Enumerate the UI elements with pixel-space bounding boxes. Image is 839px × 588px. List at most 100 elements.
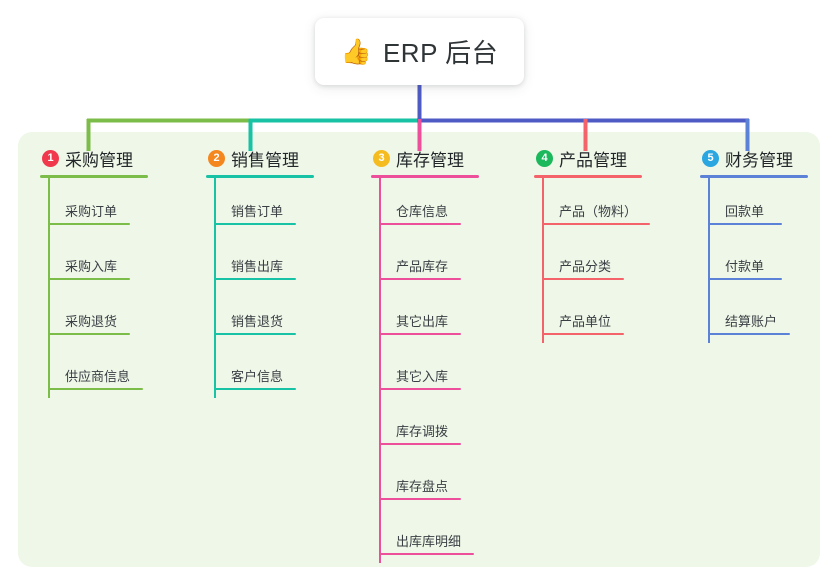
branch-item-label: 其它出库	[396, 314, 449, 329]
branch-title: 销售管理	[231, 150, 299, 170]
root-node[interactable]: 👍 ERP 后台	[315, 18, 524, 85]
diagram-canvas	[18, 132, 820, 567]
branch-item-label: 库存盘点	[396, 479, 449, 494]
branch-item-label: 产品库存	[396, 259, 449, 274]
branch-spine	[48, 178, 50, 398]
branch-item[interactable]: 采购订单	[40, 178, 185, 233]
branch-item-label: 付款单	[725, 259, 765, 274]
branch-header-rule	[206, 175, 314, 178]
branch-item-label: 供应商信息	[65, 369, 131, 384]
branch-number-badge: 5	[702, 149, 719, 167]
branch-number-badge: 4	[536, 149, 553, 167]
thumbs-up-icon: 👍	[340, 37, 372, 66]
branch-item-rule	[214, 278, 296, 280]
branch-item[interactable]: 销售出库	[206, 233, 316, 288]
branch-item[interactable]: 付款单	[700, 233, 810, 288]
branch-column-5: 5 财务管理回款单付款单结算账户	[700, 146, 810, 343]
branch-items: 回款单付款单结算账户	[700, 178, 810, 343]
branch-header-rule	[371, 175, 479, 178]
branch-spine	[708, 178, 710, 343]
root-node-content: 👍 ERP 后台	[341, 33, 498, 70]
branch-items: 采购订单采购入库采购退货供应商信息	[40, 178, 185, 398]
branch-item-rule	[708, 223, 782, 225]
branch-item-label: 回款单	[725, 204, 765, 219]
branch-item-label: 产品单位	[559, 314, 612, 329]
branch-item-label: 销售退货	[231, 314, 284, 329]
branch-item-label: 出库库明细	[396, 534, 462, 549]
branch-header-1[interactable]: 1 采购管理	[40, 146, 185, 170]
branch-item-rule	[708, 278, 782, 280]
branch-item-label: 采购订单	[65, 204, 118, 219]
branch-item[interactable]: 仓库信息	[371, 178, 481, 233]
branch-item-label: 采购入库	[65, 259, 118, 274]
branch-item-rule	[542, 278, 624, 280]
branch-header-5[interactable]: 5 财务管理	[700, 146, 810, 170]
branch-item[interactable]: 产品库存	[371, 233, 481, 288]
branch-item[interactable]: 产品分类	[534, 233, 644, 288]
branch-item[interactable]: 回款单	[700, 178, 810, 233]
branch-item[interactable]: 结算账户	[700, 288, 810, 343]
branch-item-rule	[379, 498, 461, 500]
branch-item-label: 采购退货	[65, 314, 118, 329]
branch-item-rule	[214, 333, 296, 335]
branch-item-rule	[379, 223, 461, 225]
branch-item[interactable]: 库存调拨	[371, 398, 481, 453]
root-title: ERP 后台	[382, 38, 499, 68]
branch-item[interactable]: 客户信息	[206, 343, 316, 398]
branch-item-rule	[214, 223, 296, 225]
branch-title: 财务管理	[725, 150, 793, 170]
branch-item[interactable]: 其它入库	[371, 343, 481, 398]
branch-item[interactable]: 产品（物料）	[534, 178, 650, 233]
branch-header-2[interactable]: 2 销售管理	[206, 146, 316, 170]
branch-item-rule	[48, 223, 130, 225]
branch-item[interactable]: 采购退货	[40, 288, 185, 343]
branch-spine	[542, 178, 544, 343]
branch-header-rule	[700, 175, 808, 178]
branch-header-rule	[534, 175, 642, 178]
branch-items: 仓库信息产品库存其它出库其它入库库存调拨库存盘点出库库明细	[371, 178, 481, 563]
branch-spine	[379, 178, 381, 563]
branch-title: 库存管理	[396, 150, 464, 170]
branch-item[interactable]: 供应商信息	[40, 343, 185, 398]
branch-item-label: 产品（物料）	[559, 204, 638, 219]
branch-title: 采购管理	[65, 150, 133, 170]
branch-item-rule	[379, 333, 461, 335]
branch-item-label: 库存调拨	[396, 424, 449, 439]
branch-item[interactable]: 采购入库	[40, 233, 185, 288]
branch-item-label: 销售订单	[231, 204, 284, 219]
branch-number-badge: 3	[373, 149, 390, 167]
branch-header-3[interactable]: 3 库存管理	[371, 146, 481, 170]
branch-items: 销售订单销售出库销售退货客户信息	[206, 178, 316, 398]
branch-item-rule	[379, 553, 474, 555]
branch-item-label: 仓库信息	[396, 204, 449, 219]
branch-item-rule	[48, 333, 130, 335]
branch-column-2: 2 销售管理销售订单销售出库销售退货客户信息	[206, 146, 316, 398]
branch-item-rule	[708, 333, 790, 335]
branch-item[interactable]: 出库库明细	[371, 508, 481, 563]
branch-item-rule	[379, 443, 461, 445]
branch-header-rule	[40, 175, 148, 178]
branch-item-label: 结算账户	[725, 314, 778, 329]
branch-item-rule	[214, 388, 296, 390]
branch-item-rule	[48, 278, 130, 280]
branch-item-label: 客户信息	[231, 369, 284, 384]
branch-title: 产品管理	[559, 150, 627, 170]
branch-item-rule	[379, 278, 461, 280]
branch-number-badge: 1	[42, 149, 59, 167]
branch-item-label: 产品分类	[559, 259, 612, 274]
branch-header-4[interactable]: 4 产品管理	[534, 146, 644, 170]
branch-item[interactable]: 其它出库	[371, 288, 481, 343]
branch-item-rule	[48, 388, 143, 390]
branch-item[interactable]: 销售退货	[206, 288, 316, 343]
branch-column-4: 4 产品管理产品（物料） 产品分类产品单位	[534, 146, 650, 343]
branch-item-rule	[542, 333, 624, 335]
branch-item-rule	[379, 388, 461, 390]
branch-item[interactable]: 库存盘点	[371, 453, 481, 508]
branch-item[interactable]: 销售订单	[206, 178, 316, 233]
branch-number-badge: 2	[208, 149, 225, 167]
branch-item-rule	[542, 223, 650, 225]
branch-item-label: 其它入库	[396, 369, 449, 384]
branch-column-1: 1 采购管理采购订单采购入库采购退货供应商信息	[40, 146, 185, 398]
branch-item[interactable]: 产品单位	[534, 288, 644, 343]
branch-item-label: 销售出库	[231, 259, 284, 274]
